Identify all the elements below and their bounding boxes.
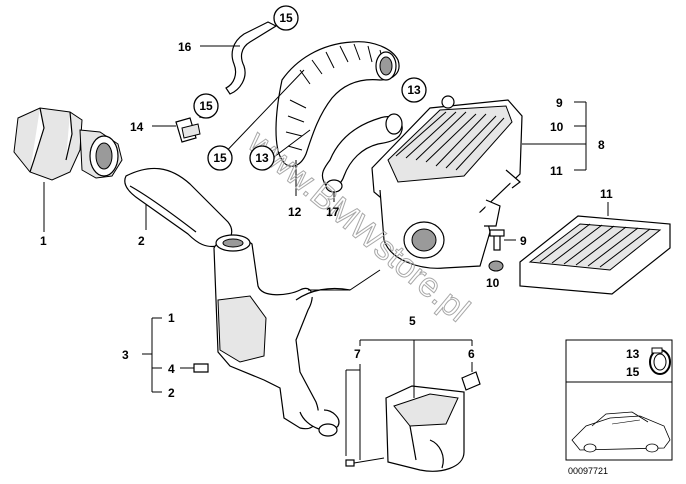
circled-callout-15-mid: 15 (193, 93, 219, 119)
callout-9-bolt: 9 (520, 234, 527, 248)
part-washer (488, 260, 504, 272)
circled-callouts: 15 15 15 13 13 (193, 5, 427, 171)
callout-7: 7 (354, 347, 361, 361)
callout-11-top: 11 (550, 164, 563, 178)
part-screw-bottom (345, 457, 385, 467)
svg-text:15: 15 (199, 99, 213, 113)
callout-1-resonator: 1 (168, 311, 175, 325)
callout-1-funnel: 1 (40, 234, 47, 248)
circled-callout-13-right: 13 (401, 77, 427, 103)
part-bolt (489, 229, 505, 251)
part-air-filter-element (519, 202, 671, 295)
callout-9-top: 9 (556, 96, 563, 110)
leader-lines (142, 69, 587, 460)
svg-text:15: 15 (213, 151, 227, 165)
part-clip (461, 362, 481, 391)
callout-10-top: 10 (550, 120, 564, 134)
callout-14: 14 (130, 120, 144, 134)
svg-text:15: 15 (279, 11, 293, 25)
circled-callout-13-low: 13 (249, 145, 275, 171)
callout-2-resonator: 2 (168, 386, 175, 400)
hose-clamp-icon (649, 347, 671, 375)
callout-11-filter: 11 (600, 187, 613, 201)
callout-4: 4 (168, 362, 175, 376)
circled-callout-15-top: 15 (273, 5, 299, 31)
part-corrugated-hose (275, 41, 400, 196)
part-intake-funnel (13, 107, 123, 232)
part-resonator-box (385, 340, 465, 472)
callout-8: 8 (598, 138, 605, 152)
callout-17: 17 (326, 205, 340, 219)
svg-text:13: 13 (255, 151, 269, 165)
callout-10-washer: 10 (486, 276, 500, 290)
callout-2-duct: 2 (138, 234, 145, 248)
part-resonator (213, 234, 351, 437)
svg-text:13: 13 (407, 83, 421, 97)
part-small-hose (200, 21, 278, 95)
callout-labels: 1 2 3 1 4 2 5 6 7 8 9 10 11 9 10 11 12 1… (40, 40, 613, 400)
callout-12: 12 (288, 205, 302, 219)
car-silhouette-icon (571, 411, 671, 453)
callout-3: 3 (122, 348, 129, 362)
part-elbow-hose (321, 113, 403, 202)
part-connector (152, 117, 201, 143)
callout-5: 5 (409, 314, 416, 328)
callout-6: 6 (468, 347, 475, 361)
part-air-filter-housing (371, 95, 586, 269)
inset-label-13: 13 (626, 347, 640, 361)
callout-16: 16 (178, 40, 192, 54)
inset-label-15: 15 (626, 365, 640, 379)
inset-panel: 13 15 (565, 339, 673, 461)
circled-callout-15-low: 15 (207, 145, 233, 171)
drawing-code: 00097721 (568, 466, 608, 476)
